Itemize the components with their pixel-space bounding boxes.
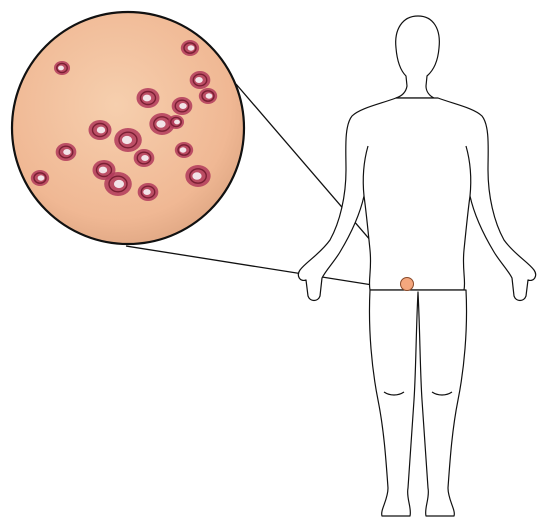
human-body-outline — [298, 16, 535, 516]
legs — [369, 290, 466, 516]
lesion-center — [179, 103, 187, 109]
lesion-center — [143, 95, 151, 102]
lesion-center — [122, 136, 132, 144]
lesion-center — [195, 77, 203, 83]
lesion-center — [156, 120, 165, 127]
lesion-center — [58, 66, 64, 71]
lesion-center — [38, 175, 45, 180]
lesion-center — [141, 155, 149, 161]
lesion-center — [114, 180, 124, 188]
lesion-center — [143, 189, 151, 195]
magnifier-inset — [12, 12, 244, 244]
lesion-center — [188, 45, 195, 50]
lesion-center — [97, 127, 105, 134]
lesion-center — [192, 172, 201, 179]
callout-line-lower — [126, 246, 404, 290]
lesion-center — [174, 120, 180, 125]
lesion-center — [180, 147, 187, 152]
lesion-center — [99, 167, 107, 174]
lesion-center — [63, 149, 71, 155]
lesion-site-marker — [401, 278, 414, 291]
head — [396, 16, 440, 98]
torso — [298, 98, 535, 301]
lesion-center — [206, 93, 213, 98]
